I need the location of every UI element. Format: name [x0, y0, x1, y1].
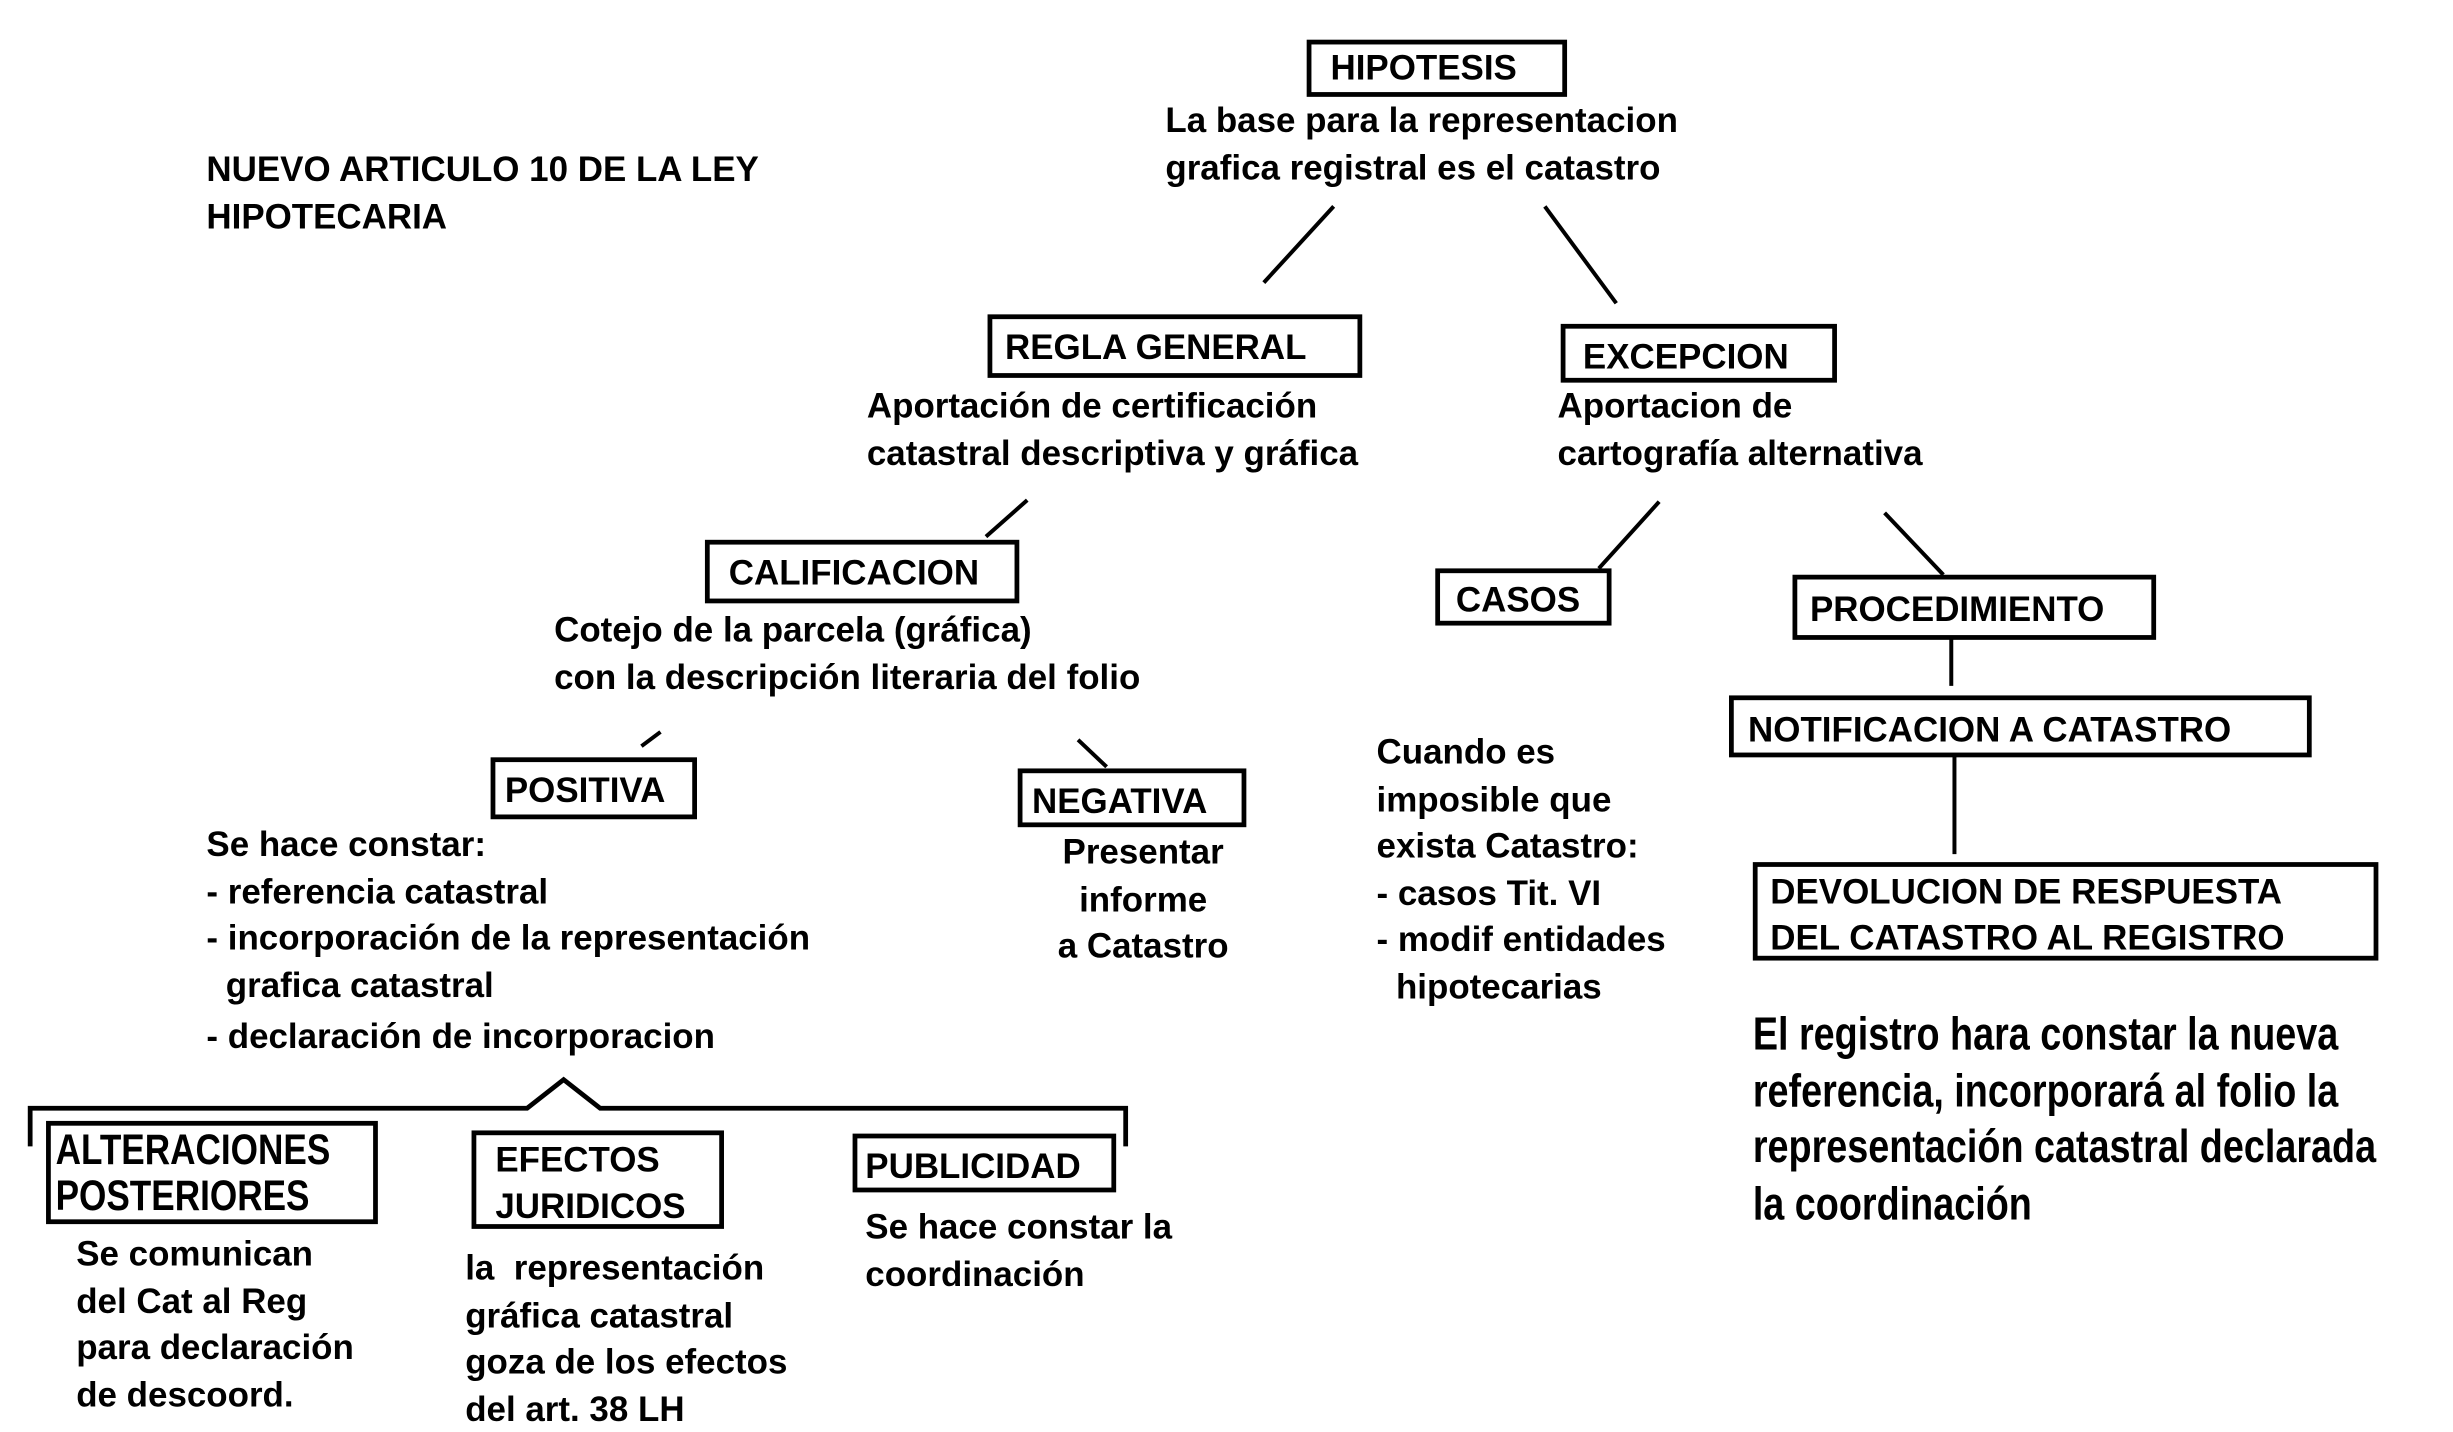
text-line: Se comunican: [76, 1233, 314, 1274]
hipotesis-box: HIPOTESIS: [1306, 39, 1568, 97]
connector: [1883, 511, 1945, 577]
publicidad-text: Se hace constar la coordinación: [865, 1203, 1172, 1297]
connector: [1543, 205, 1618, 305]
text-line: representación catastral declarada: [1752, 1122, 2377, 1174]
text-line: Aportación de certificación: [866, 385, 1318, 426]
text-line: Presentar: [1062, 831, 1224, 872]
procedimiento-box: PROCEDIMIENTO: [1792, 574, 2157, 640]
text-line: - casos Tit. VI: [1376, 872, 1602, 913]
calificacion-box: CALIFICACION: [704, 539, 1020, 604]
casos-text: Cuando es imposible que exista Catastro: - …: [1377, 635, 1666, 1057]
text-line: - referencia catastral: [206, 870, 549, 911]
text-line: Se hace constar la: [865, 1206, 1173, 1247]
text-line: del art. 38 LH: [465, 1388, 685, 1429]
bracket: [27, 1076, 1129, 1147]
text-line: Aportacion de: [1557, 385, 1793, 426]
title-line: NUEVO ARTICULO 10 DE LA LEY: [206, 149, 759, 189]
text-line: grafica registral es el catastro: [1165, 146, 1661, 187]
text-line: con la descripción literaria del folio: [554, 656, 1141, 697]
regla-general-text: Aportación de certificación catastral des…: [867, 383, 1358, 477]
text-line: grafica catastral: [206, 964, 494, 1005]
excepcion-box: EXCEPCION: [1560, 323, 1837, 383]
text-line: referencia, incorporará al folio la: [1752, 1066, 2339, 1117]
diagram-title: NUEVO ARTICULO 10 DE LA LEY HIPOTECARIA: [206, 146, 758, 240]
text-line: JURIDICOS: [495, 1186, 686, 1226]
negativa-text: Presentar informe a Catastro: [1032, 829, 1254, 970]
devolucion-box: DEVOLUCION DE RESPUESTA DEL CATASTRO AL R…: [1752, 862, 2379, 961]
positiva-box: POSITIVA: [490, 757, 698, 820]
efectos-text: la representación gráfica catastral goza d…: [465, 1245, 787, 1432]
text-line: coordinación: [865, 1253, 1085, 1294]
text-line: la representación: [465, 1247, 765, 1288]
text-line: gráfica catastral: [465, 1294, 734, 1335]
regla-general-box: REGLA GENERAL: [987, 314, 1363, 378]
connector: [984, 498, 1029, 539]
efectos-box: EFECTOS JURIDICOS: [471, 1130, 724, 1229]
excepcion-text: Aportacion de cartografía alternativa: [1558, 383, 1923, 477]
text-line: de descoord.: [76, 1374, 294, 1414]
text-line: DEVOLUCION DE RESPUESTA: [1770, 871, 2283, 912]
text-line: exista Catastro:: [1376, 825, 1639, 866]
text-line: catastral descriptiva y gráfica: [866, 432, 1359, 473]
text-line: imposible que: [1376, 778, 1612, 819]
text-line: hipotecarias: [1376, 966, 1602, 1006]
text-line: POSTERIORES: [55, 1171, 310, 1220]
connector: [1597, 500, 1661, 570]
text-line: - modif entidades: [1376, 919, 1666, 959]
connector: [1076, 738, 1108, 769]
negativa-box: NEGATIVA: [1017, 768, 1247, 828]
text-line: ALTERACIONES: [55, 1125, 331, 1174]
text-line: - declaración de incorporacion: [206, 1016, 715, 1056]
text-line: - incorporación de la representación: [206, 917, 811, 958]
positiva-text: Se hace constar: - referencia catastral - …: [206, 821, 810, 1060]
notificacion-box: NOTIFICACION A CATASTRO: [1729, 695, 2312, 758]
text-line: del Cat al Reg: [76, 1280, 308, 1321]
publicidad-box: PUBLICIDAD: [852, 1133, 1117, 1193]
connector: [1262, 205, 1336, 284]
title-line: HIPOTECARIA: [206, 196, 448, 236]
text-line: DEL CATASTRO AL REGISTRO: [1770, 917, 2285, 958]
text-line: EFECTOS: [495, 1139, 660, 1180]
text-line: goza de los efectos: [465, 1341, 788, 1382]
text-line: la coordinación: [1752, 1178, 2032, 1230]
casos-box: CASOS: [1435, 568, 1612, 626]
text-line: Cuando es: [1376, 731, 1556, 772]
text-line: Cotejo de la parcela (gráfica): [554, 609, 1032, 650]
text-line: La base para la representacion: [1165, 100, 1678, 140]
calificacion-text: Cotejo de la parcela (gráfica) con la des…: [554, 607, 1140, 701]
text-line: Se hace constar:: [206, 824, 486, 864]
text-line: cartografía alternativa: [1557, 432, 1923, 473]
text-line: a Catastro: [1057, 925, 1229, 966]
text-line: para declaración: [76, 1327, 354, 1368]
text-line: informe: [1079, 878, 1208, 919]
hipotesis-text: La base para la representacion grafica re…: [1165, 97, 1678, 191]
alteraciones-text: Se comunican del Cat al Reg para declaraci…: [76, 1230, 354, 1417]
text-line: El registro hara constar la nueva: [1752, 1009, 2339, 1061]
connector: [640, 730, 662, 748]
